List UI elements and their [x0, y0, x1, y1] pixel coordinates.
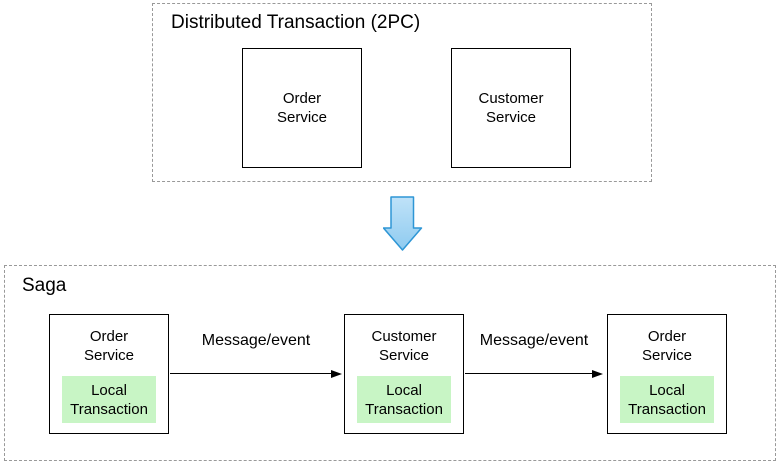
- transition-down-arrow-icon: [383, 196, 423, 251]
- two-pc-group: Distributed Transaction (2PC) Order Serv…: [152, 3, 652, 182]
- arrow-head-icon: [592, 369, 603, 378]
- message-arrow-label: Message/event: [201, 332, 311, 349]
- local-transaction-box: Local Transaction: [620, 376, 714, 423]
- node-label: Customer Service: [478, 90, 544, 126]
- message-arrow-label: Message/event: [479, 332, 589, 349]
- arrow-line: [170, 373, 335, 375]
- arrow-head-icon: [331, 369, 342, 378]
- local-transaction-box: Local Transaction: [357, 376, 451, 423]
- local-transaction-box: Local Transaction: [62, 376, 156, 423]
- saga-title: Saga: [22, 275, 67, 296]
- local-transaction-label: Local Transaction: [365, 381, 443, 418]
- arrow-line: [465, 373, 596, 375]
- local-transaction-label: Local Transaction: [70, 381, 148, 418]
- saga-group: Saga Order Service Local Transaction Mes…: [4, 265, 776, 461]
- order-service-node: Order Service: [242, 48, 362, 168]
- node-label: Order Service: [83, 328, 135, 364]
- local-transaction-label: Local Transaction: [628, 381, 706, 418]
- customer-service-node: Customer Service: [451, 48, 571, 168]
- two-pc-title: Distributed Transaction (2PC): [171, 12, 421, 33]
- node-label: Order Service: [276, 90, 328, 126]
- saga-order-service-node: Order Service Local Transaction: [49, 314, 169, 434]
- node-label: Order Service: [641, 328, 693, 364]
- message-arrow-1: [170, 368, 342, 380]
- saga-customer-service-node: Customer Service Local Transaction: [344, 314, 464, 434]
- saga-order-service-node-2: Order Service Local Transaction: [607, 314, 727, 434]
- node-label: Customer Service: [371, 328, 437, 364]
- message-arrow-2: [465, 368, 603, 380]
